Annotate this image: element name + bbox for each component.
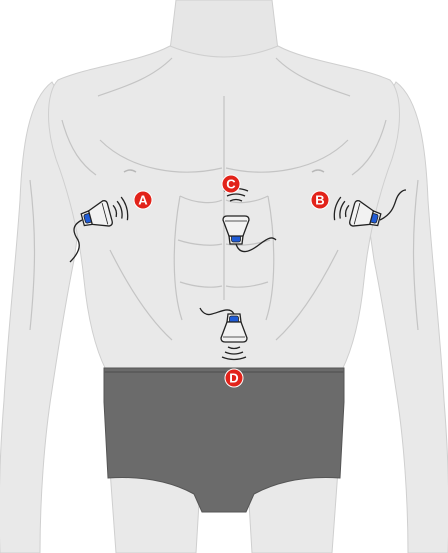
svg-text:C: C <box>226 177 236 192</box>
svg-text:D: D <box>229 371 238 386</box>
marker-b: B <box>311 191 329 209</box>
marker-a: A <box>134 191 152 209</box>
marker-d: D <box>225 369 243 387</box>
svg-text:A: A <box>138 193 148 208</box>
svg-text:B: B <box>315 193 324 208</box>
marker-c: C <box>222 175 240 193</box>
